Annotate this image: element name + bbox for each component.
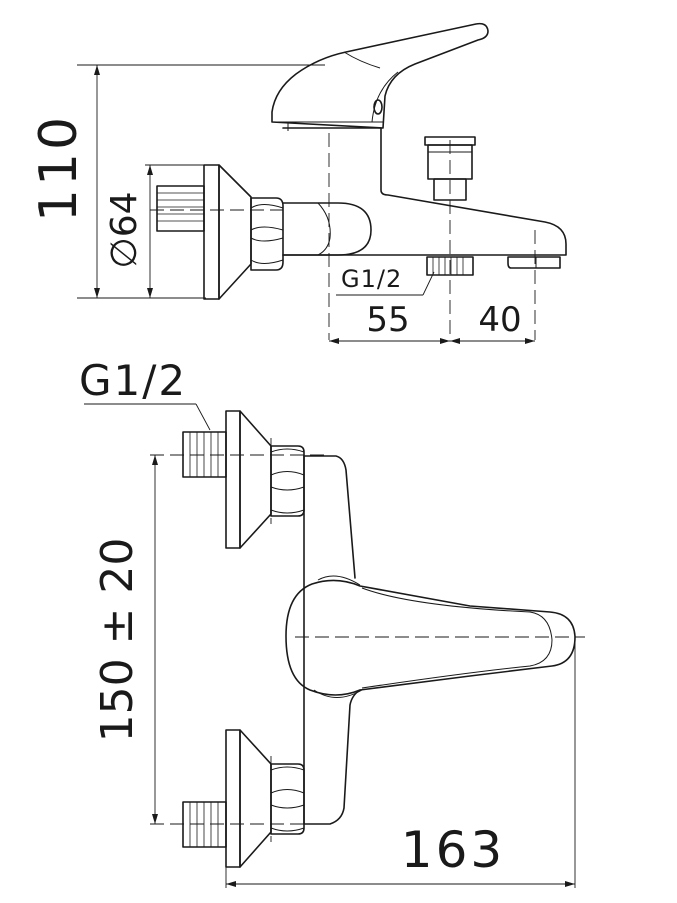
side-thread-label: G1/2 bbox=[341, 265, 402, 293]
dim-diameter-64: ∅64 bbox=[104, 164, 204, 298]
side-thread-leader: G1/2 bbox=[336, 265, 435, 296]
front-view: G1/2 bbox=[79, 356, 585, 888]
front-upper-connector bbox=[182, 410, 305, 549]
side-lever-handle bbox=[271, 22, 489, 131]
front-lower-connector bbox=[182, 729, 305, 868]
front-thread-leader: G1/2 bbox=[79, 356, 211, 431]
dim-spout: 55 40 bbox=[329, 300, 535, 344]
dim-height-110: 110 bbox=[29, 64, 325, 299]
side-wall-thread bbox=[156, 185, 205, 232]
side-view: 110 ∅64 G1/2 55 40 bbox=[29, 22, 567, 344]
side-inlet-pipe bbox=[282, 202, 372, 256]
front-thread-label: G1/2 bbox=[79, 356, 187, 405]
front-center-lines bbox=[150, 438, 585, 842]
front-lever-handle bbox=[285, 579, 576, 696]
side-spout-outlet bbox=[507, 256, 561, 269]
side-center-lines bbox=[150, 133, 536, 340]
side-faucet-body bbox=[282, 127, 567, 256]
spacing-dimension-text: 150 ± 20 bbox=[92, 538, 143, 743]
dim-width-163: 163 bbox=[225, 640, 576, 888]
height-dimension-text: 110 bbox=[29, 114, 89, 222]
spout-dimension-left-text: 55 bbox=[366, 300, 409, 340]
side-wall-flange bbox=[203, 164, 252, 300]
diameter-dimension-text: ∅64 bbox=[104, 191, 145, 268]
side-shower-outlet bbox=[426, 256, 474, 276]
dim-spacing-150: 150 ± 20 bbox=[92, 455, 158, 824]
front-faucet-body bbox=[303, 455, 363, 825]
width-dimension-text: 163 bbox=[401, 821, 505, 879]
spout-dimension-right-text: 40 bbox=[478, 300, 521, 340]
side-hex-nut bbox=[250, 197, 284, 271]
